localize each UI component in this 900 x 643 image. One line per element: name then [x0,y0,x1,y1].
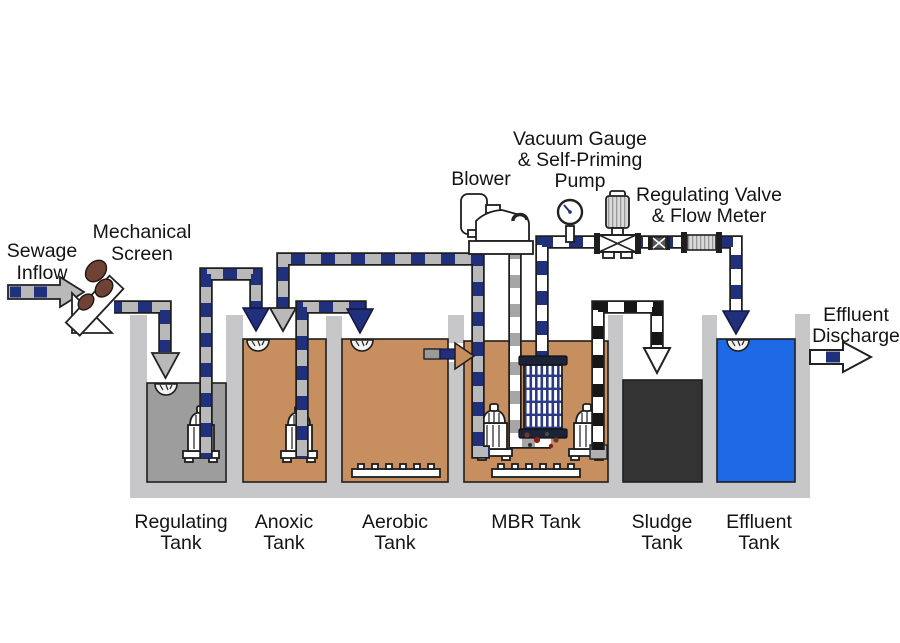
aerobic-tank-label-line1: Aerobic [362,511,428,533]
wall-aerobic-mbr-lower [448,362,464,483]
outer-wall-left [130,315,147,483]
vacuum-pump-label-line2: & Self-Priming [518,149,643,171]
wall-regulating-anoxic [226,315,243,483]
vacuum-pump-label-line1: Vacuum Gauge [513,128,647,150]
diagram-labels: Sewage Inflow Mechanical Screen Blower V… [7,128,900,554]
anoxic-tank-label-line2: Tank [263,532,304,554]
sludge-tank-label-line1: Sludge [632,511,693,533]
pipe-regulating-to-anoxic [199,267,263,458]
mechanical-screen-label-line1: Mechanical [93,221,192,243]
mechanical-screen-label-line2: Screen [111,243,173,265]
vacuum-pump-label-line3: Pump [555,170,606,192]
wall-mbr-sludge [608,315,623,483]
sludge-tank-water [622,379,703,483]
self-priming-pump [594,190,641,259]
effluent-tank-label-line2: Tank [738,532,779,554]
anoxic-tank-label-line1: Anoxic [255,511,314,533]
mbr-tank-label: MBR Tank [491,511,581,533]
sludge-tank-label-line2: Tank [641,532,682,554]
blower-label: Blower [451,168,511,190]
pipe-sludge-discharge [591,300,664,450]
effluent-discharge-arrow [809,340,874,374]
sewage-inflow-label-line2: Inflow [17,262,69,284]
mbr-membrane-module [518,355,568,439]
blower-device [460,193,534,255]
flow-meter [681,232,722,253]
arrow-into-aerobic [345,308,375,335]
pipe-anoxic-to-aerobic [295,300,367,458]
regulating-valve-label-line1: Regulating Valve [636,184,782,206]
basin-floor [130,482,810,498]
sewage-inflow-label-line1: Sewage [7,240,77,262]
wall-aerobic-mbr-upper [448,315,464,343]
arrow-into-regulating [150,352,181,380]
regulating-valve-label-line2: & Flow Meter [652,205,767,227]
arrow-into-anoxic-from-regulating [241,307,271,333]
vacuum-gauge [556,198,584,243]
basin-walls [130,314,810,498]
effluent-tank-water [716,338,796,483]
pipe-screen-to-regulating [114,300,172,352]
sludge-debris [524,431,559,449]
mechanical-screen-device [64,259,125,337]
arrow-into-sludge [642,347,672,376]
tank-waters [146,338,796,483]
regulating-tank-label-line1: Regulating [134,511,227,533]
wall-sludge-effluent [702,315,717,483]
regulating-valve [648,236,670,250]
regulating-tank-label-line2: Tank [160,532,201,554]
arrow-into-anoxic-recirculation [268,307,298,333]
aerobic-tank-label-line2: Tank [374,532,415,554]
effluent-tank-label-line1: Effluent [726,511,792,533]
arrow-into-effluent [721,310,751,336]
pipe-mbr-recirculation-to-anoxic [276,252,490,459]
wall-anoxic-aerobic [326,316,342,483]
effluent-discharge-label-line2: Discharge [812,325,900,347]
outer-wall-right [795,314,810,483]
aerobic-to-mbr-transfer-arrow [423,341,476,371]
aerobic-tank-water [341,338,449,483]
effluent-discharge-label-line1: Effluent [823,304,889,326]
